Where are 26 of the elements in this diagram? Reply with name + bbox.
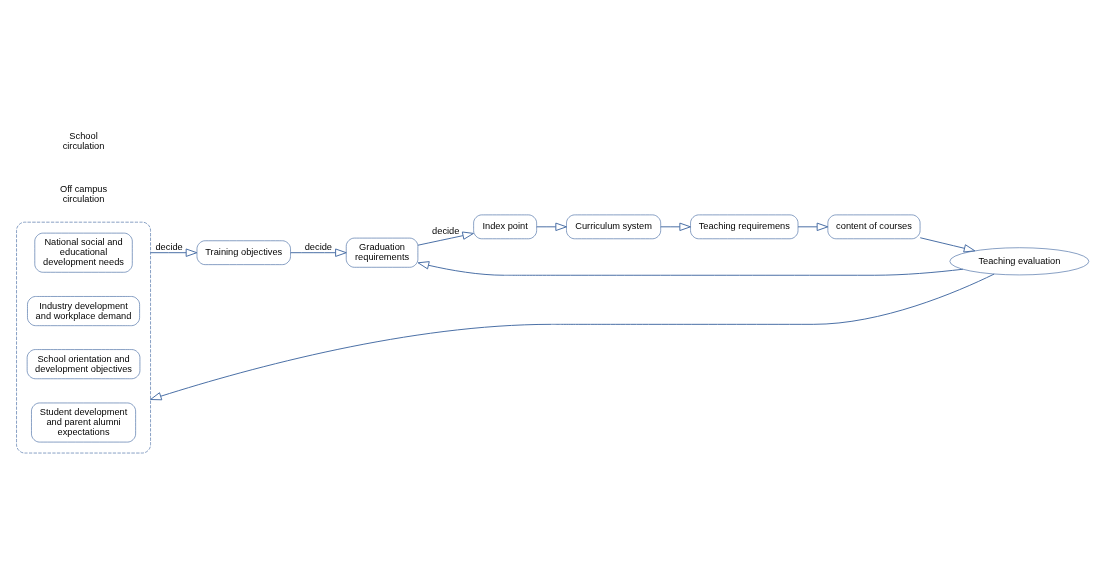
arrow <box>417 231 474 246</box>
edge-label: decide <box>155 242 183 253</box>
node-box: content of courses <box>827 214 921 240</box>
node-ellipse: Teaching evaluation <box>949 247 1090 276</box>
arrow <box>797 222 829 232</box>
node-box: National social and educational development needs <box>34 232 133 273</box>
node-box: Teaching requiremens <box>690 214 799 240</box>
node-box: Training objectives <box>196 240 291 265</box>
node-box: Curriculum system <box>566 214 662 240</box>
arrow <box>919 237 976 253</box>
label: School circulation <box>62 130 105 151</box>
node-box: School orientation and development objectives <box>26 349 141 380</box>
node-box: Index point <box>473 214 537 240</box>
cluster <box>16 221 151 454</box>
edge-label: decide <box>304 242 333 253</box>
arrow <box>290 248 347 257</box>
arrow <box>150 248 198 257</box>
arrow <box>660 222 691 232</box>
arrow <box>536 222 567 232</box>
node-box: Graduation requirements <box>345 237 419 268</box>
arrow <box>150 273 995 401</box>
edge-label: decide <box>432 226 460 237</box>
label: Off campus circulation <box>59 183 108 204</box>
arrow <box>417 261 964 276</box>
node-box: Industry development and workplace demand <box>27 296 140 326</box>
node-box: Student development and parent alumni expectations <box>31 402 136 443</box>
